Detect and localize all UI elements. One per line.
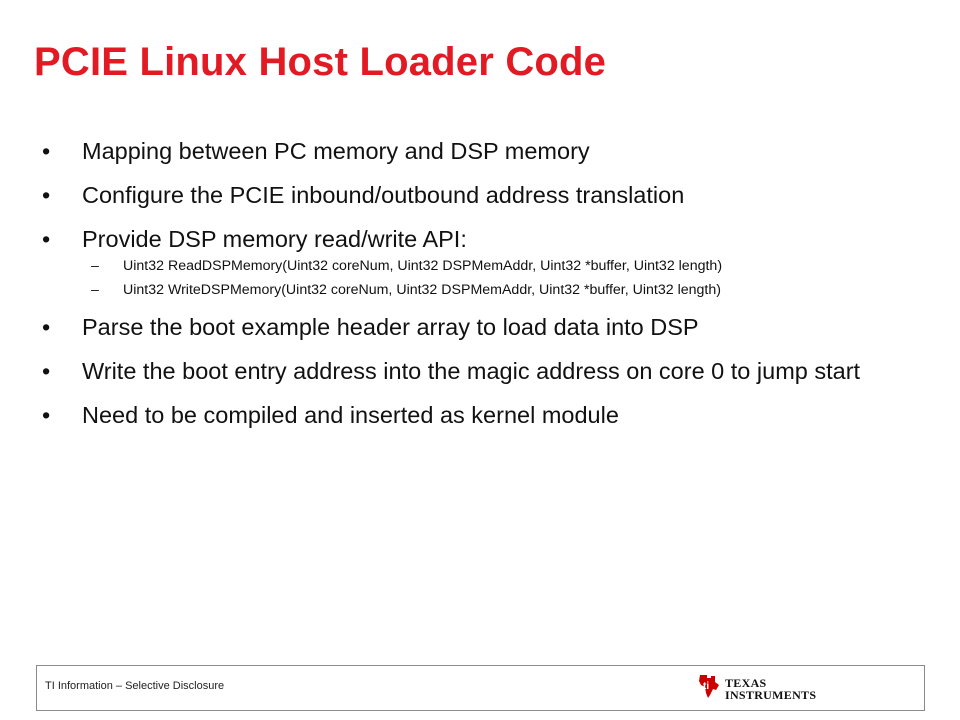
sub-bullet-item: – Uint32 WriteDSPMemory(Uint32 coreNum, … <box>36 278 916 302</box>
logo-wordmark: TEXAS INSTRUMENTS <box>725 677 816 701</box>
bullet-item: • Configure the PCIE inbound/outbound ad… <box>36 178 916 212</box>
disclosure-label: TI Information – Selective Disclosure <box>45 680 225 692</box>
bullet-text: Write the boot entry address into the ma… <box>82 358 861 384</box>
bullet-dot: • <box>42 402 51 428</box>
bullet-item: • Need to be compiled and inserted as ke… <box>36 398 916 432</box>
sub-bullet-text: Uint32 WriteDSPMemory(Uint32 coreNum, Ui… <box>123 282 721 298</box>
footer-bar: TI Information – Selective Disclosure ti… <box>36 665 925 711</box>
bullet-text: Mapping between PC memory and DSP memory <box>82 138 590 164</box>
sub-bullet-item: – Uint32 ReadDSPMemory(Uint32 coreNum, U… <box>36 254 916 278</box>
bullet-list: • Mapping between PC memory and DSP memo… <box>36 134 916 442</box>
sub-bullet-group: – Uint32 ReadDSPMemory(Uint32 coreNum, U… <box>36 254 916 302</box>
bullet-item: • Provide DSP memory read/write API: <box>36 222 916 256</box>
bullet-item: • Mapping between PC memory and DSP memo… <box>36 134 916 168</box>
bullet-dot: • <box>42 314 51 340</box>
logo-line-texas: TEXAS <box>725 675 767 690</box>
bullet-text: Configure the PCIE inbound/outbound addr… <box>82 182 685 208</box>
bullet-text: Parse the boot example header array to l… <box>82 314 699 340</box>
bullet-item: • Parse the boot example header array to… <box>36 310 916 344</box>
bullet-text: Provide DSP memory read/write API: <box>82 226 467 252</box>
page-title: PCIE Linux Host Loader Code <box>34 40 607 84</box>
sub-bullet-list: – Uint32 ReadDSPMemory(Uint32 coreNum, U… <box>36 254 916 302</box>
svg-text:ti: ti <box>703 681 709 692</box>
bullet-dot: • <box>42 226 51 252</box>
ti-state-logo-icon: ti <box>697 673 721 704</box>
sub-bullet-text: Uint32 ReadDSPMemory(Uint32 coreNum, Uin… <box>123 258 723 274</box>
ti-logo: ti TEXAS INSTRUMENTS <box>697 673 816 704</box>
sub-bullet-dash: – <box>91 258 99 274</box>
logo-line-instruments: INSTRUMENTS <box>725 687 817 702</box>
bullet-dot: • <box>42 358 51 384</box>
bullet-dot: • <box>42 182 51 208</box>
sub-bullet-dash: – <box>91 282 99 298</box>
bullet-dot: • <box>42 138 51 164</box>
bullet-text: Need to be compiled and inserted as kern… <box>82 402 619 428</box>
bullet-item: • Write the boot entry address into the … <box>36 354 916 388</box>
